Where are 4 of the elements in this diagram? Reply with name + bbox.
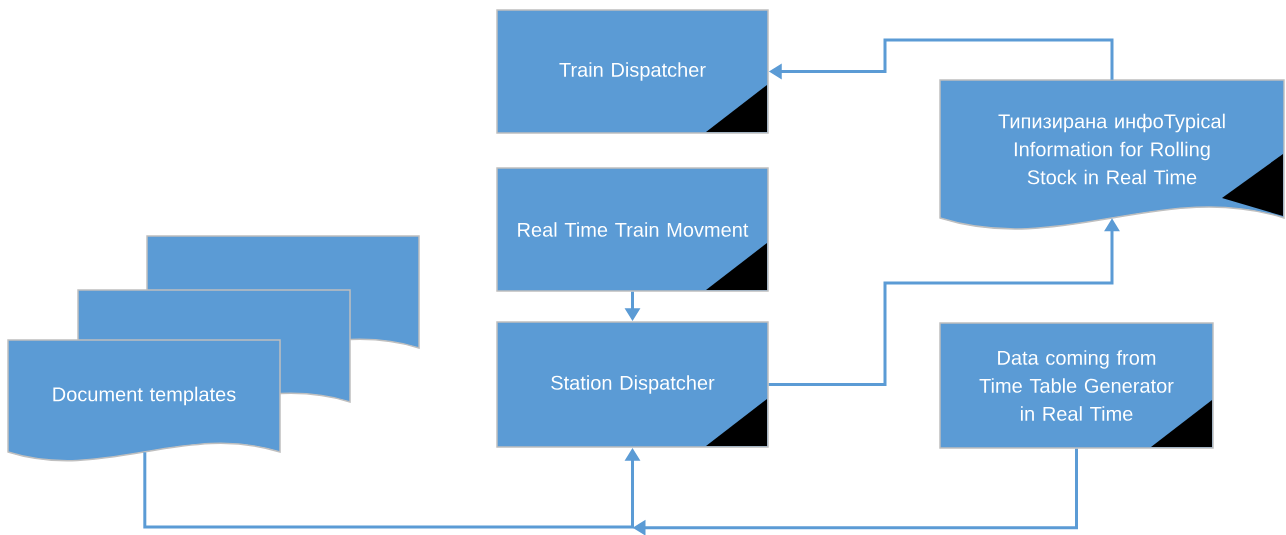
process-box: Data coming from Time Table Generator in Real Time bbox=[939, 322, 1214, 449]
process-box: Train Dispatcher bbox=[496, 9, 769, 134]
process-box: Real Time Train Movment bbox=[496, 167, 769, 292]
process-box: Station Dispatcher bbox=[496, 321, 769, 448]
